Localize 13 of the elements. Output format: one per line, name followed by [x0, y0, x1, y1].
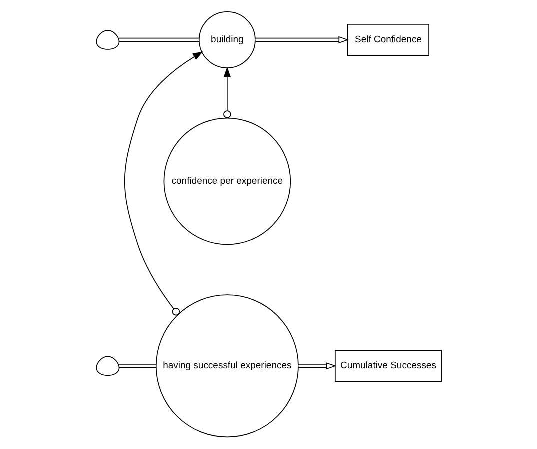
- arrow: [297, 362, 336, 370]
- node-box: Self Confidence: [347, 24, 429, 56]
- node-cloud: [96, 356, 120, 376]
- arrow: [124, 52, 203, 316]
- node-box: Cumulative Successes: [334, 350, 442, 382]
- connector: [118, 364, 156, 368]
- node-circle: having successful experiences: [155, 294, 298, 438]
- node-circle: building: [198, 12, 256, 68]
- arrow: [254, 36, 349, 44]
- arrow: [223, 67, 231, 118]
- node-circle: confidence per experience: [163, 118, 291, 246]
- connector: [118, 38, 200, 42]
- node-cloud: [96, 30, 120, 50]
